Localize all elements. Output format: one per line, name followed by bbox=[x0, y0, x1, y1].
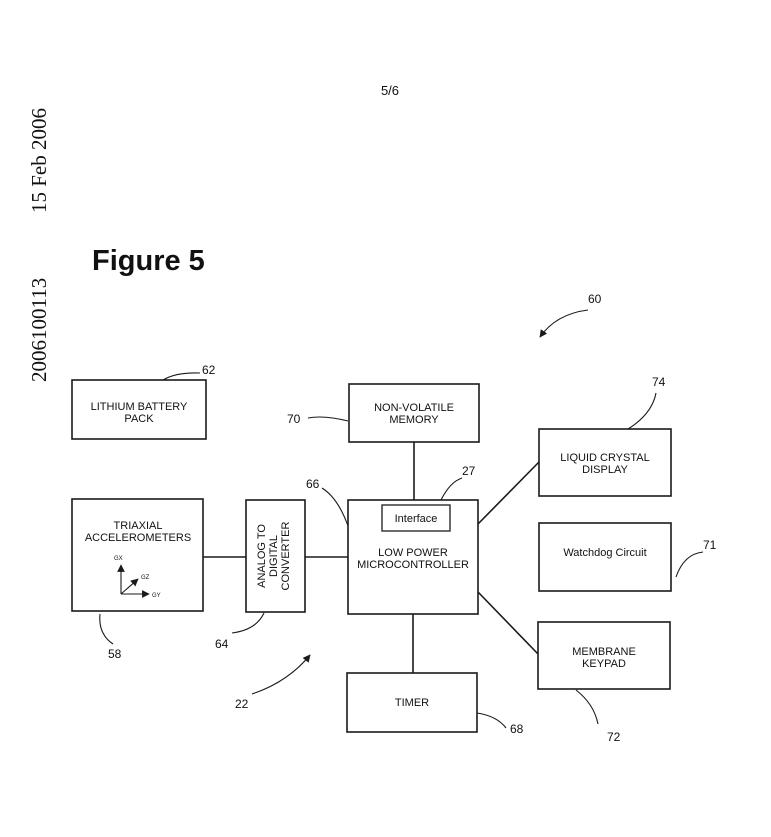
side-number: 2006100113 bbox=[27, 278, 51, 382]
svg-text:TIMER: TIMER bbox=[395, 697, 429, 709]
svg-text:DIGITAL: DIGITAL bbox=[268, 535, 280, 577]
svg-text:DISPLAY: DISPLAY bbox=[582, 464, 628, 476]
keypad-block: MEMBRANE KEYPAD bbox=[537, 621, 671, 690]
svg-text:MICROCONTROLLER: MICROCONTROLLER bbox=[357, 559, 469, 571]
svg-text:MEMBRANE: MEMBRANE bbox=[572, 646, 636, 658]
battery-block: LITHIUM BATTERY PACK bbox=[71, 379, 207, 440]
leader-74 bbox=[627, 392, 657, 430]
ref-62: 62 bbox=[202, 363, 216, 377]
axes-glyph: GX GZ GY bbox=[114, 556, 161, 599]
axis-gy: GY bbox=[152, 593, 161, 599]
svg-text:Interface: Interface bbox=[395, 513, 438, 525]
ref-58: 58 bbox=[108, 647, 122, 661]
svg-text:LOW POWER: LOW POWER bbox=[378, 547, 448, 559]
axis-gx: GX bbox=[114, 556, 123, 562]
timer-block: TIMER bbox=[346, 672, 478, 733]
ref-60: 60 bbox=[588, 292, 602, 306]
memory-block: NON-VOLATILE MEMORY bbox=[348, 383, 480, 443]
leader-27 bbox=[440, 477, 463, 501]
leader-22 bbox=[251, 654, 311, 695]
leader-58 bbox=[99, 613, 114, 645]
ref-22: 22 bbox=[235, 697, 249, 711]
lcd-block: LIQUID CRYSTAL DISPLAY bbox=[538, 428, 672, 497]
ref-71: 71 bbox=[703, 538, 717, 552]
watchdog-block: Watchdog Circuit bbox=[538, 522, 672, 592]
leader-60 bbox=[539, 309, 589, 338]
ref-66: 66 bbox=[306, 477, 320, 491]
leader-66 bbox=[321, 487, 349, 527]
ref-27: 27 bbox=[462, 464, 476, 478]
wire-micro-lcd bbox=[477, 461, 540, 525]
svg-text:Watchdog Circuit: Watchdog Circuit bbox=[563, 547, 646, 559]
wire-micro-keypad bbox=[477, 591, 539, 655]
leader-70 bbox=[307, 416, 349, 422]
ref-68: 68 bbox=[510, 722, 524, 736]
ref-64: 64 bbox=[215, 637, 229, 651]
ref-72: 72 bbox=[607, 730, 621, 744]
svg-text:ANALOG TO: ANALOG TO bbox=[256, 524, 268, 588]
leader-71 bbox=[675, 551, 704, 578]
page-number: 5/6 bbox=[381, 83, 399, 98]
axis-gz: GZ bbox=[141, 575, 150, 581]
side-date: 15 Feb 2006 bbox=[27, 108, 51, 213]
leader-62 bbox=[162, 372, 201, 381]
svg-text:NON-VOLATILE: NON-VOLATILE bbox=[374, 402, 454, 414]
svg-text:PACK: PACK bbox=[124, 413, 154, 425]
svg-text:TRIAXIAL: TRIAXIAL bbox=[114, 520, 163, 532]
svg-text:ACCELEROMETERS: ACCELEROMETERS bbox=[85, 532, 191, 544]
leader-64 bbox=[231, 612, 265, 634]
leader-68 bbox=[476, 712, 507, 729]
ref-74: 74 bbox=[652, 375, 666, 389]
leader-72 bbox=[575, 689, 599, 725]
svg-text:LITHIUM BATTERY: LITHIUM BATTERY bbox=[91, 401, 188, 413]
accelerometers-block: TRIAXIAL ACCELEROMETERS GX GZ GY bbox=[71, 498, 204, 612]
svg-text:CONVERTER: CONVERTER bbox=[280, 522, 292, 591]
svg-text:KEYPAD: KEYPAD bbox=[582, 658, 626, 670]
interface-block bbox=[381, 504, 451, 532]
microcontroller-block: Interface LOW POWER MICROCONTROLLER bbox=[347, 499, 479, 615]
ref-70: 70 bbox=[287, 412, 301, 426]
figure-title: Figure 5 bbox=[92, 245, 205, 277]
svg-text:MEMORY: MEMORY bbox=[389, 414, 439, 426]
adc-block: ANALOG TO DIGITAL CONVERTER bbox=[245, 499, 306, 613]
svg-text:LIQUID CRYSTAL: LIQUID CRYSTAL bbox=[560, 452, 649, 464]
